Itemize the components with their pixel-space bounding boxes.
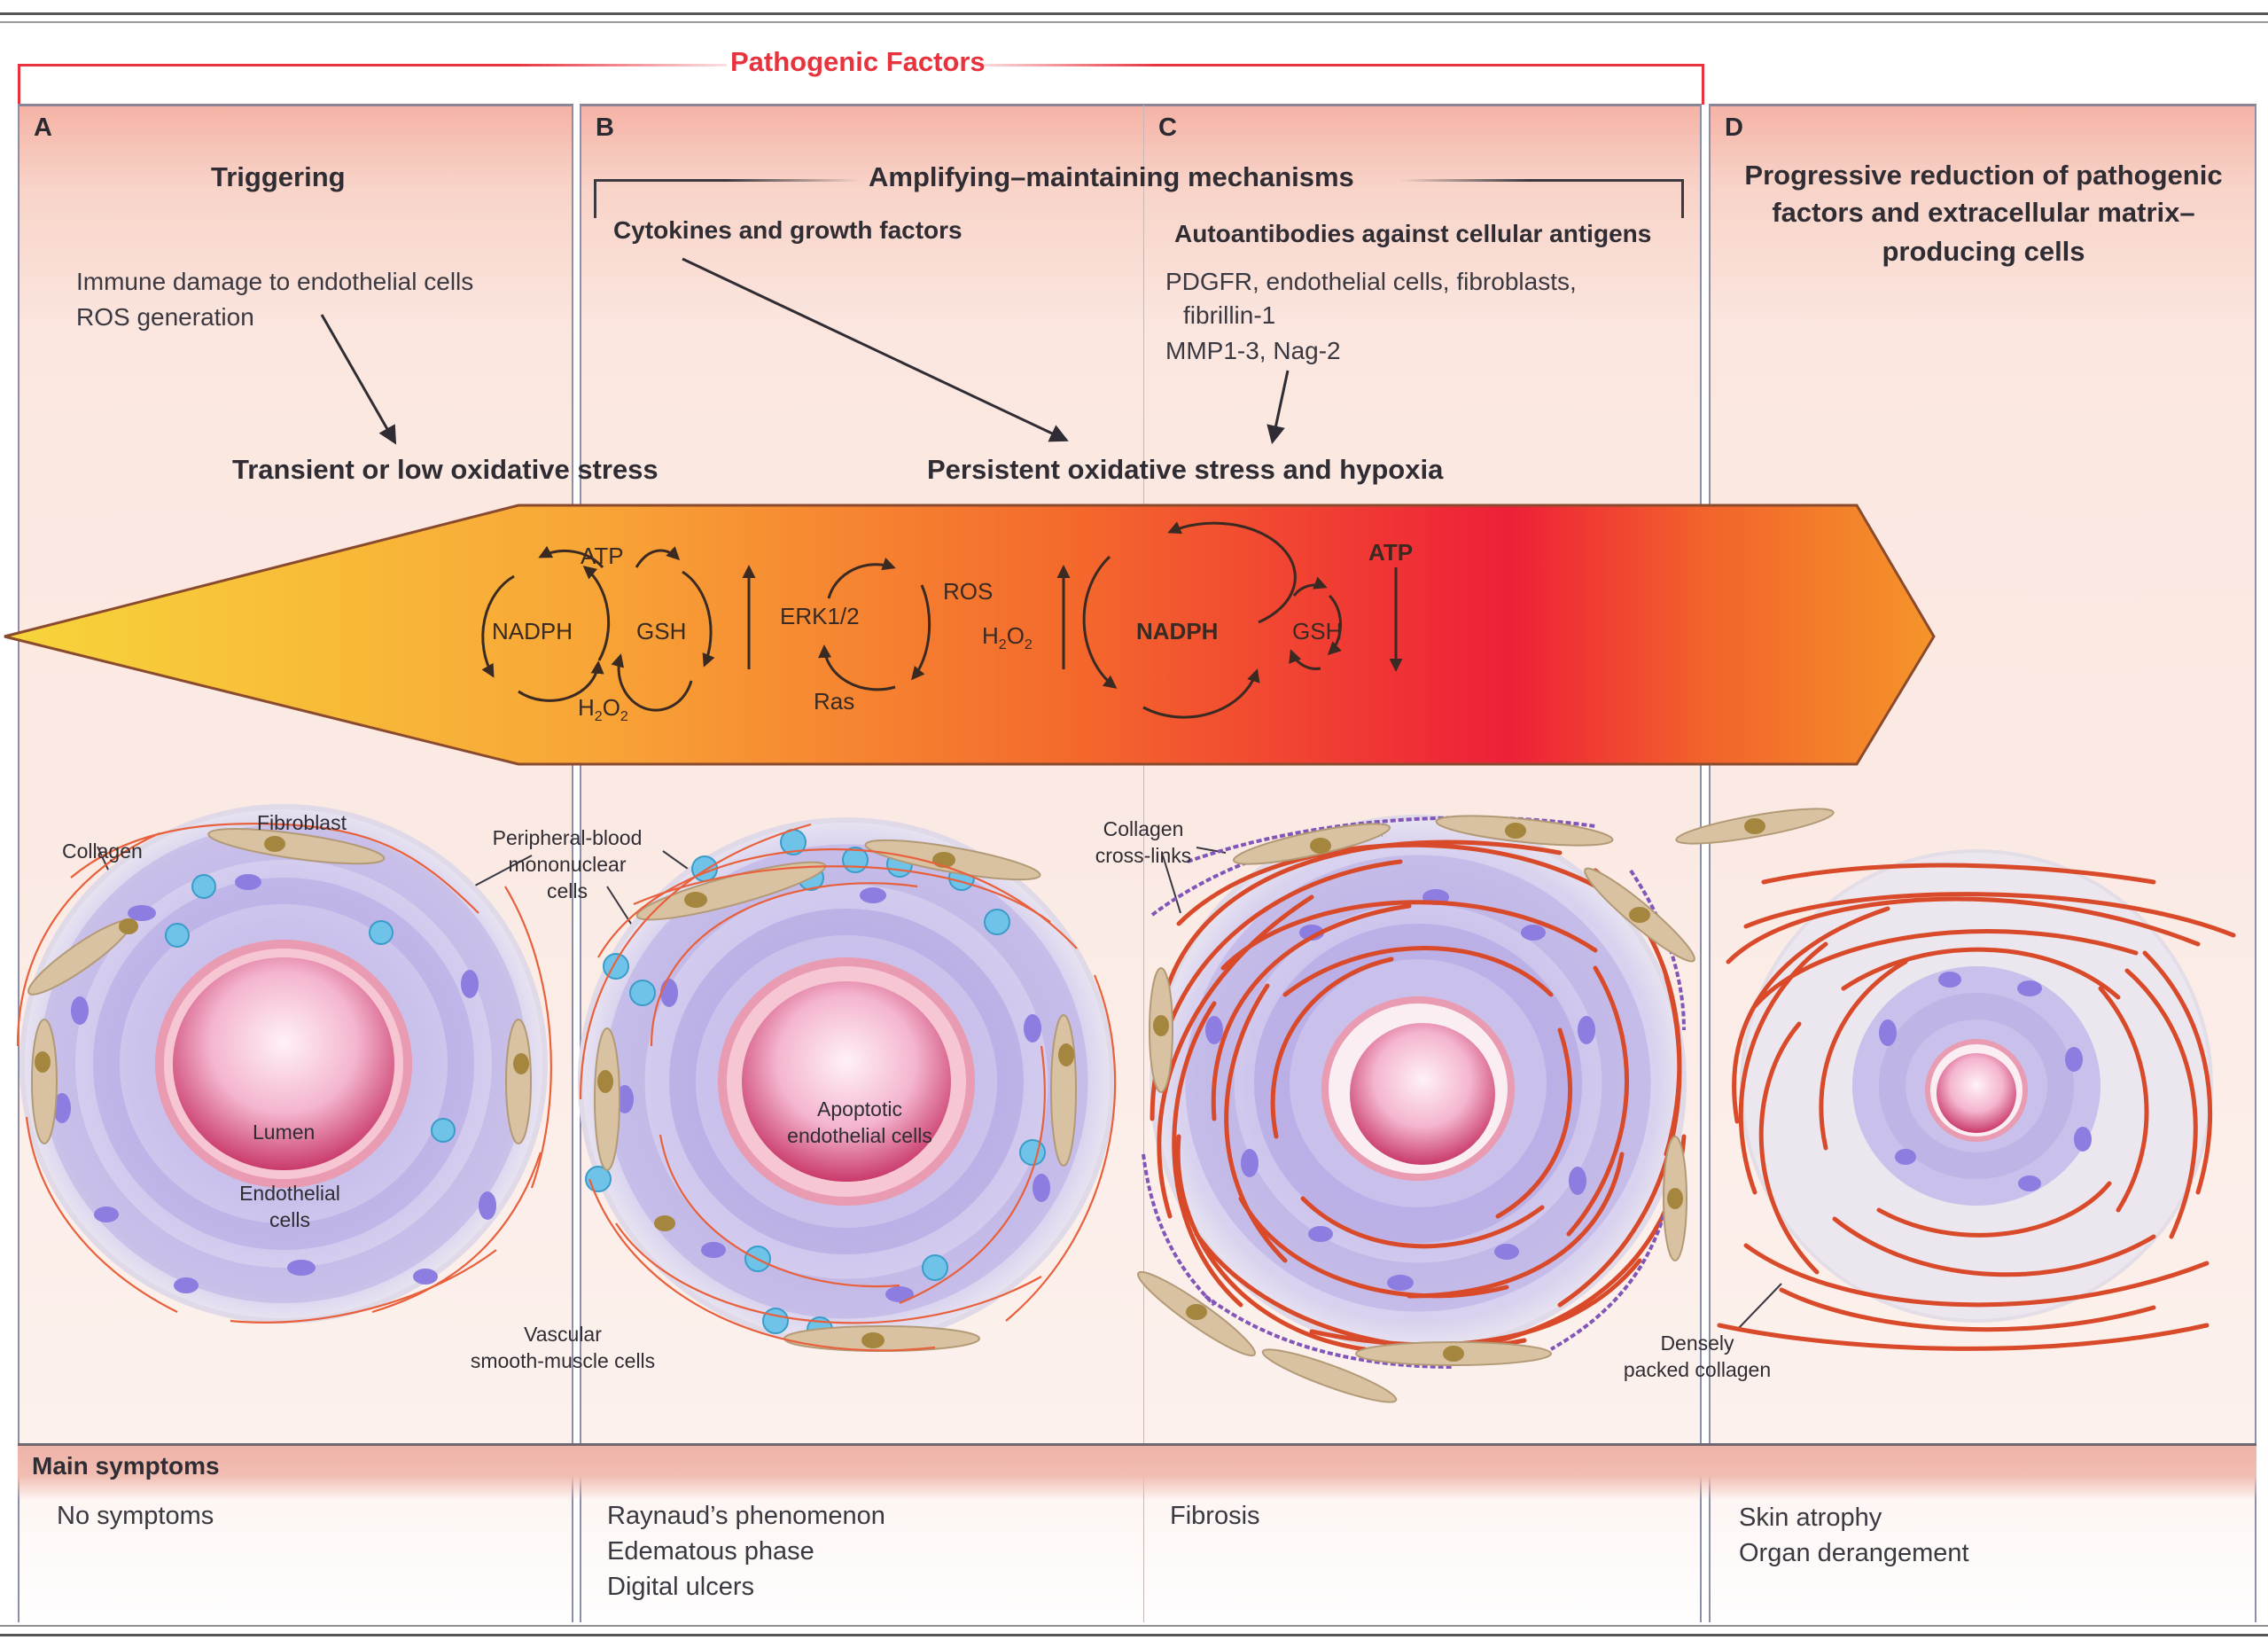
bracket-line-left xyxy=(18,64,727,66)
panel-d-title-1: Progressive reduction of pathogenic xyxy=(1744,160,2223,191)
arrow-autoantibodies-to-persistent xyxy=(1266,370,1290,445)
amplifying-bracket-right xyxy=(1400,179,1684,182)
label-cross-links-line-2: cross-links xyxy=(1095,844,1192,867)
label-dense-line-1: Densely xyxy=(1660,1332,1734,1355)
antigen-line-3: MMP1-3, Nag-2 xyxy=(1165,337,1341,364)
cycle3-nadph-label: NADPH xyxy=(1136,618,1219,644)
label-vsmc-line-1: Vascular xyxy=(524,1323,602,1346)
transient-stress-label: Transient or low oxidative stress xyxy=(232,454,659,485)
cycle-nadph-gsh-1 xyxy=(481,545,715,712)
cycle-erk xyxy=(742,557,1071,691)
antigen-line-1: PDGFR, endothelial cells, fibroblasts, xyxy=(1165,268,1577,295)
bracket-tick-right xyxy=(1702,64,1704,105)
symptom-item: No symptoms xyxy=(57,1502,214,1530)
panel-d-title-3: producing cells xyxy=(1882,236,2085,267)
label-apoptotic-line-1: Apoptotic xyxy=(817,1097,902,1121)
label-collagen: Collagen xyxy=(62,840,143,863)
symptoms-column-a: No symptoms xyxy=(57,1498,214,1534)
cycle2-erk-label: ERK1/2 xyxy=(780,603,860,629)
autoantibodies-label: Autoantibodies against cellular antigens xyxy=(1174,220,1652,247)
symptom-item: Organ derangement xyxy=(1739,1539,1969,1567)
label-dense-line-2: packed collagen xyxy=(1623,1358,1772,1381)
cytokines-label: Cytokines and growth factors xyxy=(613,216,963,244)
label-vsmc: Vascular smooth-muscle cells xyxy=(452,1321,674,1374)
bottom-rule-thin xyxy=(0,1625,2268,1627)
label-densely-packed-collagen: Densely packed collagen xyxy=(1609,1330,1786,1383)
label-cross-links-line-1: Collagen xyxy=(1103,817,1184,840)
cycle1-atp-label: ATP xyxy=(581,543,624,569)
label-endothelial-line-1: Endothelial xyxy=(239,1182,340,1205)
vessel-d xyxy=(1717,849,2236,1351)
panel-letter: D xyxy=(1725,113,1743,142)
top-rule xyxy=(0,12,2268,15)
label-endothelial-cells: Endothelial cells xyxy=(232,1180,347,1233)
cycle-nadph-gsh-2 xyxy=(1082,521,1403,719)
cycle1-nadph-label: NADPH xyxy=(492,618,573,644)
label-lumen: Lumen xyxy=(253,1121,316,1144)
pathogenic-factors-title: Pathogenic Factors xyxy=(730,46,986,77)
symptom-item: Skin atrophy xyxy=(1739,1503,1882,1532)
symptoms-column-d: Skin atrophy Organ derangement xyxy=(1739,1500,1969,1571)
triggering-title: Triggering xyxy=(211,161,346,192)
label-vsmc-line-2: smooth-muscle cells xyxy=(470,1349,656,1372)
panel-letter: A xyxy=(34,113,52,142)
label-collagen-cross-links: Collagen cross-links xyxy=(1077,816,1210,869)
amplifying-bracket-tick-right xyxy=(1681,179,1684,218)
label-apoptotic-endothelial: Apoptotic endothelial cells xyxy=(762,1096,957,1149)
label-endothelial-line-2: cells xyxy=(269,1208,310,1231)
pathogenic-factors-bracket xyxy=(18,64,1704,105)
main-symptoms-band xyxy=(18,1443,2256,1500)
vessel-a xyxy=(16,804,552,1324)
panel-d-title-2: factors and extracellular matrix– xyxy=(1772,197,2195,228)
cycle3-atp-label: ATP xyxy=(1368,539,1414,566)
amplifying-bracket-left xyxy=(594,179,860,182)
symptom-item: Raynaud’s phenomenon xyxy=(607,1502,885,1530)
cause-immune-damage: Immune damage to endothelial cells xyxy=(76,268,474,295)
label-pbmc-line-1: Peripheral-blood xyxy=(492,826,643,849)
cycle1-h2o2-label: H2O2 xyxy=(578,694,628,725)
label-pbmc: Peripheral-blood mononuclear cells xyxy=(470,824,665,904)
cycle2-h2o2-label: H2O2 xyxy=(982,622,1033,653)
panel-letter: C xyxy=(1158,113,1177,142)
symptoms-column-c: Fibrosis xyxy=(1170,1498,1260,1534)
symptom-item: Edematous phase xyxy=(607,1537,814,1566)
arrow-ros-to-transient xyxy=(320,314,397,445)
bracket-tick-left xyxy=(18,64,20,105)
top-rule-thin xyxy=(0,21,2268,23)
cycle2-ras-label: Ras xyxy=(814,688,855,715)
cycle3-gsh-label: GSH xyxy=(1292,618,1343,644)
cause-ros-generation: ROS generation xyxy=(76,303,254,331)
cycle1-gsh-label: GSH xyxy=(636,618,687,644)
amplifying-title: Amplifying–maintaining mechanisms xyxy=(869,161,1354,192)
vessel-b xyxy=(578,817,1117,1352)
symptoms-column-b: Raynaud’s phenomenon Edematous phase Dig… xyxy=(607,1498,885,1605)
antigen-line-2: fibrillin-1 xyxy=(1183,301,1276,329)
bracket-line-right xyxy=(978,64,1704,66)
vessel-c xyxy=(1137,808,1835,1403)
label-pbmc-line-3: cells xyxy=(546,879,588,902)
cycle2-ros-label: ROS xyxy=(943,578,994,605)
symptom-item: Fibrosis xyxy=(1170,1502,1260,1530)
panel-letter: B xyxy=(596,113,614,142)
amplifying-bracket-tick-left xyxy=(594,179,596,218)
bottom-rule xyxy=(0,1634,2268,1636)
label-apoptotic-line-2: endothelial cells xyxy=(787,1124,932,1147)
main-symptoms-title: Main symptoms xyxy=(32,1452,220,1480)
arrow-cytokines-to-persistent xyxy=(682,257,1069,442)
label-fibroblast: Fibroblast xyxy=(257,811,347,834)
persistent-stress-label: Persistent oxidative stress and hypoxia xyxy=(927,454,1444,485)
label-pbmc-line-2: mononuclear xyxy=(508,853,627,876)
oxidative-stress-band xyxy=(4,504,1936,766)
symptom-item: Digital ulcers xyxy=(607,1573,754,1601)
